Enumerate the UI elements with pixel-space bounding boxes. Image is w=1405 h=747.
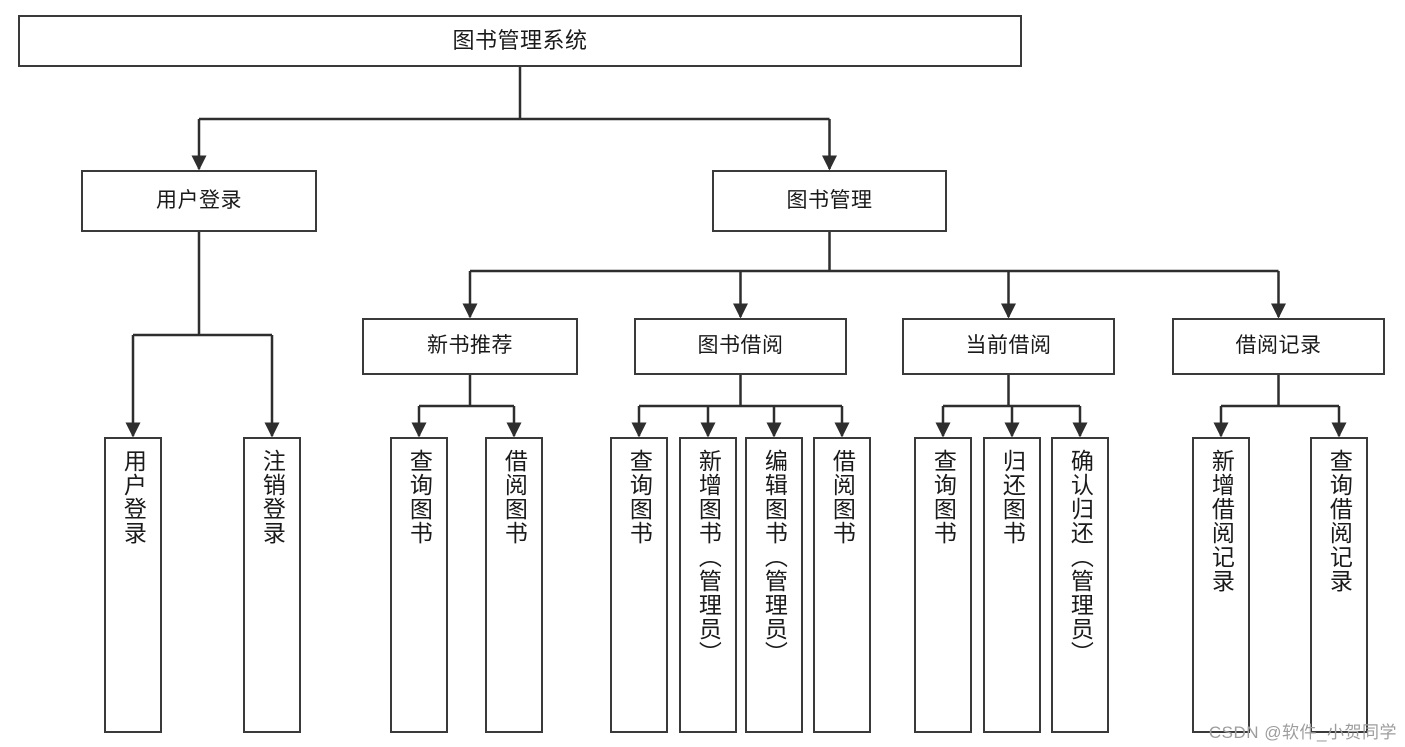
node-leaf-query-book-2[interactable]: 查询图书 bbox=[610, 437, 668, 733]
node-label-leaf-return-book: 归还图书 bbox=[999, 449, 1026, 545]
node-label-leaf-borrow-book-2: 借阅图书 bbox=[829, 449, 856, 545]
node-borrow-record[interactable]: 借阅记录 bbox=[1172, 318, 1385, 375]
node-label-user-login: 用户登录 bbox=[156, 188, 242, 212]
edge-group bbox=[125, 67, 1347, 438]
node-label-leaf-query-book-1: 查询图书 bbox=[406, 449, 433, 545]
node-label-leaf-query-record: 查询借阅记录 bbox=[1326, 449, 1353, 593]
node-new-book-rec[interactable]: 新书推荐 bbox=[362, 318, 578, 375]
node-leaf-return-book[interactable]: 归还图书 bbox=[983, 437, 1041, 733]
node-leaf-user-login[interactable]: 用户登录 bbox=[104, 437, 162, 733]
node-label-root: 图书管理系统 bbox=[452, 28, 588, 54]
node-leaf-query-book-3[interactable]: 查询图书 bbox=[914, 437, 972, 733]
node-leaf-edit-book[interactable]: 编辑图书（管理员） bbox=[745, 437, 803, 733]
node-label-new-book-rec: 新书推荐 bbox=[427, 334, 513, 358]
node-label-leaf-query-book-3: 查询图书 bbox=[930, 449, 957, 545]
node-label-leaf-confirm-return: 确认归还（管理员） bbox=[1067, 449, 1094, 665]
node-leaf-logout[interactable]: 注销登录 bbox=[243, 437, 301, 733]
node-label-book-borrow: 图书借阅 bbox=[697, 334, 784, 358]
node-book-borrow[interactable]: 图书借阅 bbox=[634, 318, 847, 375]
node-root[interactable]: 图书管理系统 bbox=[18, 15, 1022, 67]
node-label-leaf-user-login: 用户登录 bbox=[120, 449, 147, 545]
node-leaf-add-record[interactable]: 新增借阅记录 bbox=[1192, 437, 1250, 733]
node-book-manage[interactable]: 图书管理 bbox=[712, 170, 947, 232]
node-label-leaf-edit-book: 编辑图书（管理员） bbox=[761, 449, 788, 665]
node-label-leaf-query-book-2: 查询图书 bbox=[626, 449, 653, 545]
node-leaf-add-book[interactable]: 新增图书（管理员） bbox=[679, 437, 737, 733]
node-leaf-borrow-book-2[interactable]: 借阅图书 bbox=[813, 437, 871, 733]
node-label-leaf-add-book: 新增图书（管理员） bbox=[695, 449, 722, 665]
node-user-login[interactable]: 用户登录 bbox=[81, 170, 317, 232]
node-leaf-query-book-1[interactable]: 查询图书 bbox=[390, 437, 448, 733]
watermark-text: CSDN @软件_小贺同学 bbox=[1208, 723, 1397, 742]
node-label-leaf-logout: 注销登录 bbox=[259, 449, 286, 545]
node-label-borrow-record: 借阅记录 bbox=[1235, 334, 1322, 358]
node-leaf-query-record[interactable]: 查询借阅记录 bbox=[1310, 437, 1368, 733]
node-leaf-confirm-return[interactable]: 确认归还（管理员） bbox=[1051, 437, 1109, 733]
node-current-borrow[interactable]: 当前借阅 bbox=[902, 318, 1115, 375]
node-label-leaf-borrow-book-1: 借阅图书 bbox=[501, 449, 528, 545]
node-label-book-manage: 图书管理 bbox=[786, 188, 873, 212]
node-leaf-borrow-book-1[interactable]: 借阅图书 bbox=[485, 437, 543, 733]
node-label-current-borrow: 当前借阅 bbox=[965, 334, 1052, 358]
node-label-leaf-add-record: 新增借阅记录 bbox=[1208, 449, 1235, 593]
